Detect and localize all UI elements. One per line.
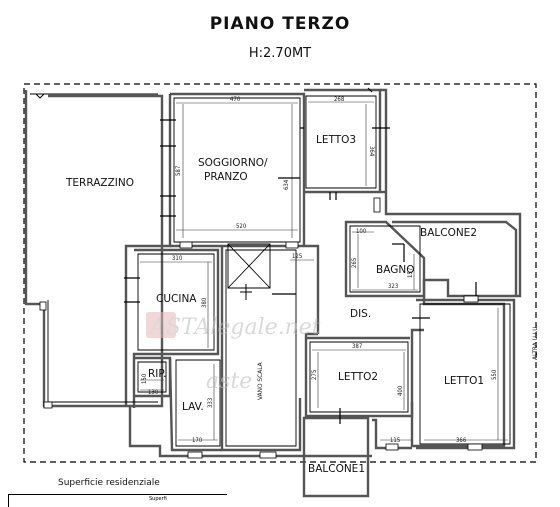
dim-634: 634	[283, 179, 290, 190]
dim-550: 550	[491, 369, 498, 380]
label-altra-uiu: ALTRA U.I.U.	[531, 324, 539, 360]
label-lav: LAV.	[182, 401, 204, 413]
dim-366: 366	[456, 437, 467, 444]
dim-157: 157	[407, 268, 414, 278]
label-balcone1: BALCONE1	[308, 463, 365, 475]
walls	[24, 88, 522, 498]
dim-310: 310	[172, 255, 183, 262]
label-soggiorno: SOGGIORNO/	[198, 157, 268, 169]
plan-title: PIANO TERZO	[209, 14, 351, 34]
dim-125: 125	[292, 253, 302, 260]
watermark-sub: aste	[206, 369, 252, 394]
label-letto2: LETTO2	[338, 371, 378, 383]
dim-275: 275	[311, 370, 318, 380]
property-boundary	[23, 83, 537, 463]
ceiling-height: H:2.70MT	[248, 46, 312, 61]
label-bagno: BAGNO	[376, 264, 414, 276]
dim-170: 170	[192, 437, 203, 444]
footer-label: Superficie residenziale	[58, 478, 160, 488]
label-cucina: CUCINA	[156, 293, 197, 305]
label-pranzo: PRANZO	[204, 171, 248, 183]
label-dis: DIS.	[350, 308, 371, 320]
dim-400: 400	[397, 385, 404, 396]
label-vano-scala: VANO SCALA	[256, 362, 264, 400]
dim-265: 265	[351, 258, 358, 268]
dim-520: 520	[236, 223, 247, 230]
surface-table: Superfi	[8, 494, 227, 507]
label-terrazzino: TERRAZZINO	[65, 177, 134, 189]
dim-115: 115	[390, 437, 400, 444]
bottom-openings	[39, 197, 483, 459]
stair-mark	[35, 87, 373, 300]
label-rip: RIP.	[148, 368, 166, 380]
window-marks	[124, 119, 477, 424]
label-balcone2: BALCONE2	[420, 227, 477, 239]
dim-587: 587	[175, 166, 182, 176]
dim-380: 380	[201, 297, 208, 308]
watermark-logo: ASTAlegale.net	[148, 315, 321, 340]
room-labels: TERRAZZINO SOGGIORNO/ PRANZO LETTO3 BALC…	[65, 134, 539, 475]
dim-364: 364	[368, 146, 375, 157]
dim-387: 387	[352, 343, 362, 350]
dim-333: 333	[207, 398, 214, 408]
surface-table-cell: Superfi	[149, 496, 167, 502]
dim-470: 470	[230, 96, 241, 103]
label-letto1: LETTO1	[444, 375, 484, 387]
dim-150: 150	[141, 373, 148, 384]
dimension-values: 470 268 364 587 634 520 100 265 157 323 …	[141, 96, 498, 444]
dim-323: 323	[388, 283, 398, 290]
dimension-lines	[140, 101, 508, 441]
dim-130: 130	[148, 389, 159, 396]
dim-268: 268	[334, 96, 345, 103]
label-letto3: LETTO3	[316, 134, 356, 146]
dim-100: 100	[356, 228, 367, 235]
watermark: ASTAlegale.net aste	[146, 312, 321, 394]
inner-lines	[30, 93, 511, 447]
